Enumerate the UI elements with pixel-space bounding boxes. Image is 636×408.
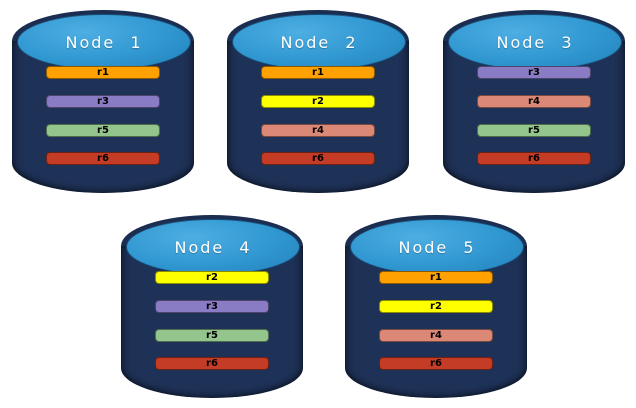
replica-bar-r2: r2	[261, 95, 375, 108]
replica-bar-r1: r1	[261, 66, 375, 79]
replica-bar-r3: r3	[155, 300, 269, 313]
node-label: Node 3	[496, 32, 574, 52]
replica-bar-r1: r1	[379, 271, 493, 284]
replica-bar-list: r3 r4 r5 r6	[443, 10, 625, 193]
replica-bar-r6: r6	[477, 152, 591, 165]
replica-bar-r5: r5	[46, 124, 160, 137]
replica-bar-r5: r5	[155, 329, 269, 342]
replica-bar-r6: r6	[379, 357, 493, 370]
replica-bar-list: r2 r3 r5 r6	[121, 215, 303, 398]
cylinder-top-face: Node 5	[350, 219, 524, 275]
replica-bar-r6: r6	[46, 152, 160, 165]
db-node-2: Node 2 r1 r2 r4 r6	[227, 10, 409, 193]
db-node-3: Node 3 r3 r4 r5 r6	[443, 10, 625, 193]
node-label: Node 5	[398, 237, 476, 257]
replica-bar-list: r1 r2 r4 r6	[345, 215, 527, 398]
replica-bar-r6: r6	[155, 357, 269, 370]
node-label: Node 1	[65, 32, 143, 52]
cylinder-top-face: Node 4	[126, 219, 300, 275]
replica-bar-r4: r4	[477, 95, 591, 108]
db-node-1: Node 1 r1 r3 r5 r6	[12, 10, 194, 193]
replica-bar-r2: r2	[155, 271, 269, 284]
node-label: Node 2	[280, 32, 358, 52]
db-node-4: Node 4 r2 r3 r5 r6	[121, 215, 303, 398]
replica-bar-r4: r4	[261, 124, 375, 137]
db-node-5: Node 5 r1 r2 r4 r6	[345, 215, 527, 398]
replica-bar-list: r1 r3 r5 r6	[12, 10, 194, 193]
cylinder-top-face: Node 3	[448, 14, 622, 70]
replica-bar-r1: r1	[46, 66, 160, 79]
replica-bar-r6: r6	[261, 152, 375, 165]
node-label: Node 4	[174, 237, 252, 257]
replica-bar-r3: r3	[46, 95, 160, 108]
replica-bar-r2: r2	[379, 300, 493, 313]
replica-bar-list: r1 r2 r4 r6	[227, 10, 409, 193]
replica-bar-r4: r4	[379, 329, 493, 342]
replica-bar-r5: r5	[477, 124, 591, 137]
replica-bar-r3: r3	[477, 66, 591, 79]
